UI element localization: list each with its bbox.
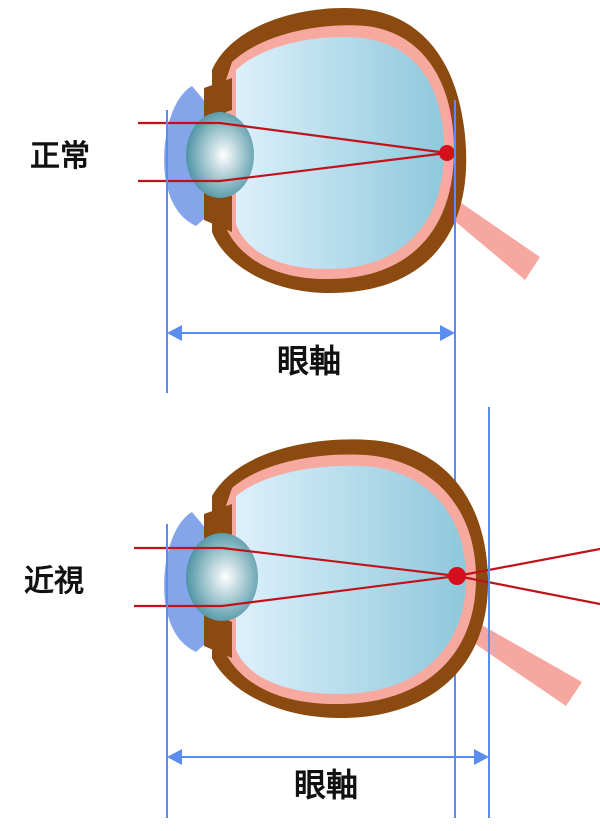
light-ray-upper (134, 546, 600, 606)
iris-upper (204, 78, 232, 120)
label-axis-normal: 眼軸 (277, 342, 341, 380)
vitreous-body (236, 37, 444, 270)
lens (186, 533, 258, 621)
axis-arrow-normal (167, 325, 455, 341)
vitreous-body (236, 465, 466, 694)
focal-point (448, 567, 466, 585)
focal-point (439, 145, 455, 161)
label-normal: 正常 (30, 139, 90, 174)
light-ray-lower (134, 547, 600, 608)
optic-nerve (438, 196, 540, 280)
light-ray-upper (138, 121, 448, 155)
label-myopia: 近視 (24, 564, 84, 599)
label-axis-myopia: 眼軸 (294, 766, 358, 804)
myopic-eye (134, 439, 600, 718)
lens (186, 112, 254, 198)
optic-nerve (452, 616, 582, 706)
axis-arrow-myopia (167, 749, 489, 765)
normal-eye (138, 8, 540, 294)
light-ray-lower (138, 151, 448, 183)
